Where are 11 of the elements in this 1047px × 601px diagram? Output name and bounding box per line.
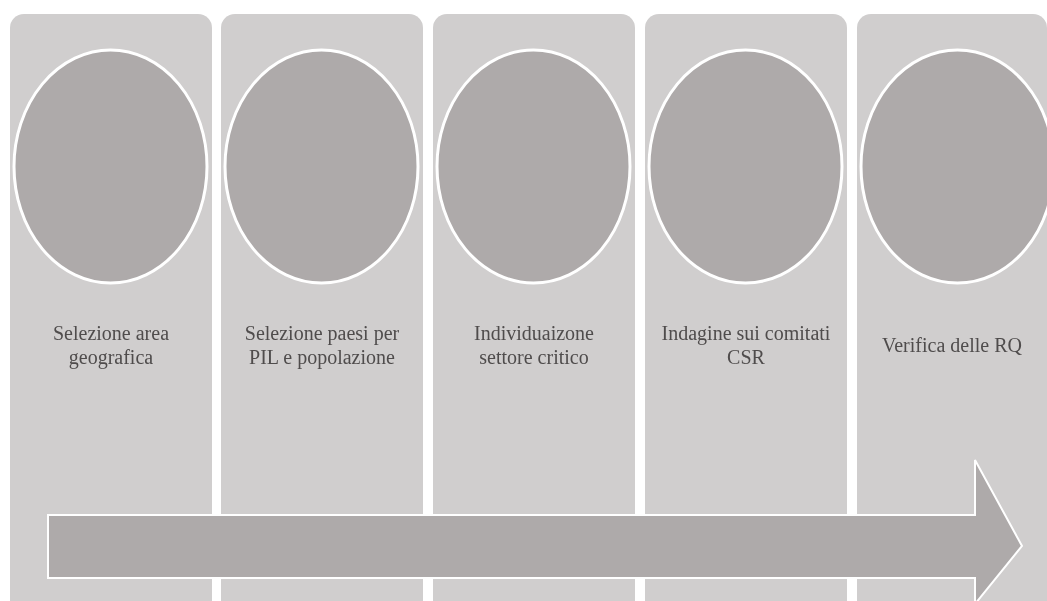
step-circle	[647, 48, 844, 285]
step-label: Indagine sui comitati CSR	[660, 321, 832, 369]
step-label: Selezione area geografica	[51, 321, 170, 369]
step-column	[10, 14, 212, 601]
step-circle	[435, 48, 632, 285]
step-circle	[223, 48, 420, 285]
step-circle	[12, 48, 209, 285]
step-label: Individuaizone settore critico	[473, 321, 595, 369]
step-label: Selezione paesi per PIL e popolazione	[243, 321, 401, 369]
step-label: Verifica delle RQ	[881, 333, 1023, 357]
step-column	[857, 14, 1047, 601]
